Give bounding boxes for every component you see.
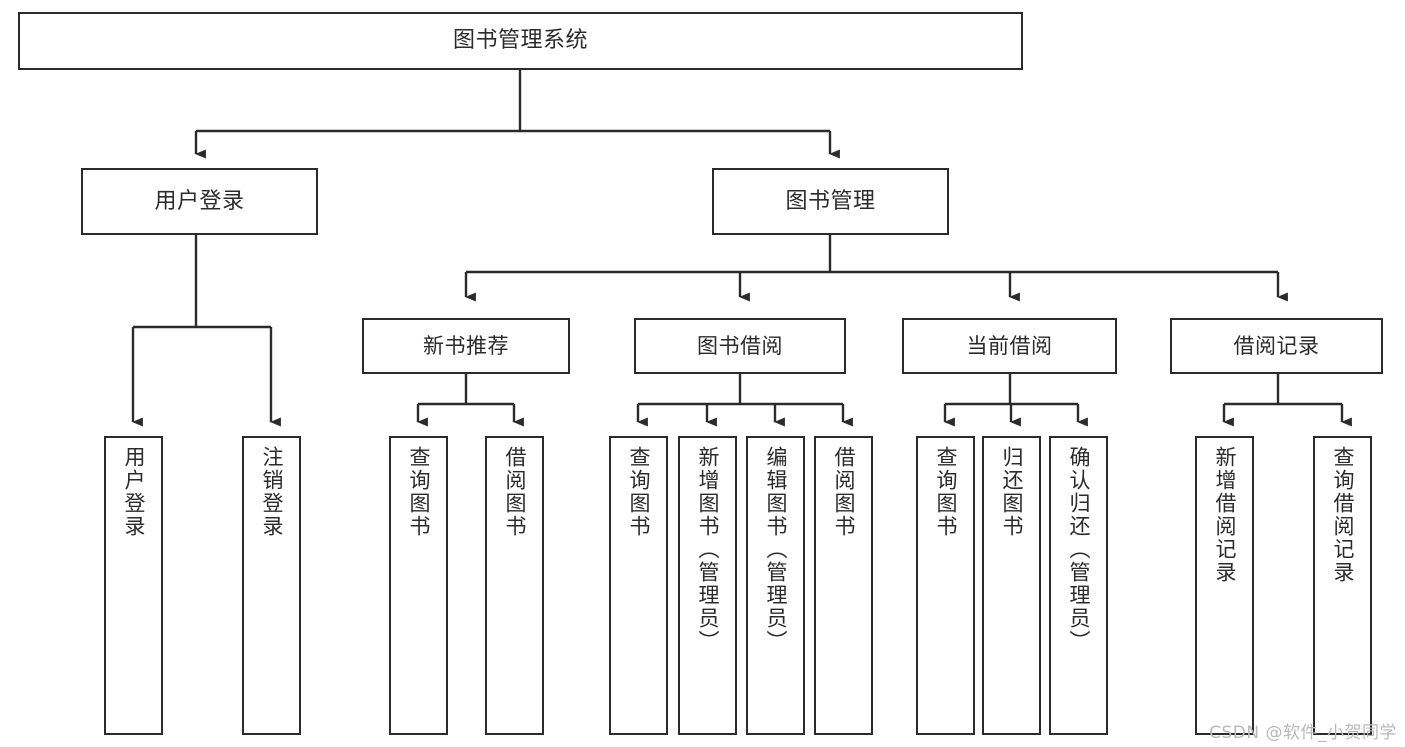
node-label: 新书推荐 <box>423 333 509 358</box>
leaf-return-book[interactable]: 归还图书 <box>982 436 1041 735</box>
leaf-add-borrow-record[interactable]: 新增借阅记录 <box>1195 436 1254 735</box>
node-label: 查询图书 <box>627 446 651 538</box>
node-label: 查询借阅记录 <box>1331 446 1355 584</box>
node-label: 确认归还（管理员） <box>1067 446 1091 653</box>
node-label: 借阅记录 <box>1233 333 1320 358</box>
node-current-borrow[interactable]: 当前借阅 <box>902 318 1117 374</box>
leaf-edit-book-admin[interactable]: 编辑图书（管理员） <box>746 436 805 735</box>
node-label: 图书借阅 <box>697 333 783 358</box>
node-book-management[interactable]: 图书管理 <box>712 168 949 235</box>
node-label: 注销登录 <box>260 446 284 538</box>
node-book-management-system[interactable]: 图书管理系统 <box>18 12 1023 70</box>
node-label: 查询图书 <box>934 446 958 538</box>
node-label: 新增图书（管理员） <box>696 446 720 653</box>
node-label: 查询图书 <box>407 446 431 538</box>
leaf-user-login[interactable]: 用户登录 <box>104 436 163 735</box>
node-label: 图书管理系统 <box>452 28 588 54</box>
leaf-query-borrow-record[interactable]: 查询借阅记录 <box>1313 436 1372 735</box>
leaf-borrow-book[interactable]: 借阅图书 <box>814 436 873 735</box>
leaf-confirm-return-admin[interactable]: 确认归还（管理员） <box>1049 436 1108 735</box>
node-label: 用户登录 <box>154 188 245 214</box>
leaf-query-book-borrow[interactable]: 查询图书 <box>609 436 668 735</box>
node-label: 图书管理 <box>785 188 876 214</box>
node-user-login[interactable]: 用户登录 <box>81 168 318 235</box>
node-label: 归还图书 <box>1000 446 1024 538</box>
leaf-add-book-admin[interactable]: 新增图书（管理员） <box>678 436 737 735</box>
leaf-query-book-recommend[interactable]: 查询图书 <box>389 436 448 735</box>
leaf-borrow-book-recommend[interactable]: 借阅图书 <box>485 436 544 735</box>
node-borrow-record[interactable]: 借阅记录 <box>1170 318 1383 374</box>
node-label: 编辑图书（管理员） <box>764 446 788 653</box>
watermark-text: CSDN @软件_小贺同学 <box>1209 723 1397 743</box>
node-label: 用户登录 <box>122 446 146 538</box>
node-label: 借阅图书 <box>503 446 527 538</box>
leaf-query-book-current[interactable]: 查询图书 <box>916 436 975 735</box>
node-label: 借阅图书 <box>832 446 856 538</box>
node-new-book-recommend[interactable]: 新书推荐 <box>362 318 570 374</box>
leaf-logout-login[interactable]: 注销登录 <box>242 436 301 735</box>
node-label: 当前借阅 <box>966 333 1053 358</box>
node-label: 新增借阅记录 <box>1213 446 1237 584</box>
node-book-borrow[interactable]: 图书借阅 <box>634 318 846 374</box>
